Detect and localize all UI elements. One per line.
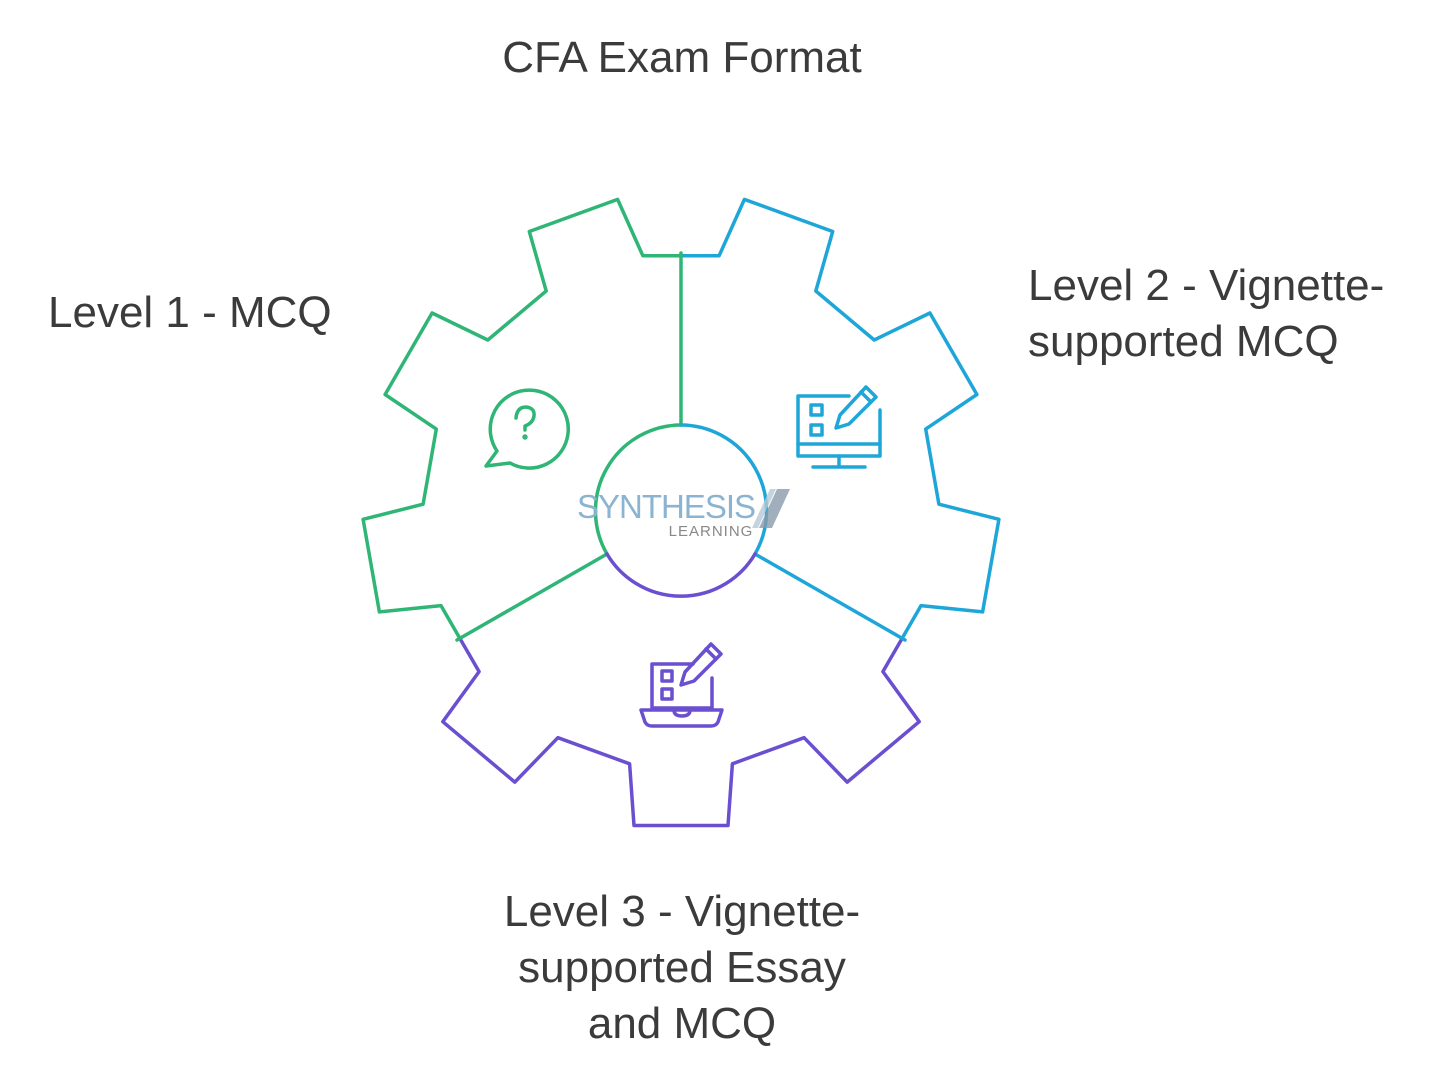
- diagram-title: CFA Exam Format: [502, 33, 862, 82]
- gear-outline: [361, 197, 1001, 828]
- gear-segment-level-3: [441, 636, 921, 828]
- level-3-label-line: supported Essay: [518, 943, 846, 992]
- level-2-label-line: Level 2 - Vignette-: [1028, 261, 1385, 310]
- segment-divider: [455, 552, 609, 642]
- logo-slash-mark: [759, 489, 790, 528]
- gear-segment-level-2: [679, 197, 1001, 641]
- segment-divider: [753, 552, 907, 642]
- level-2-label-line: supported MCQ: [1028, 317, 1339, 366]
- question-chat-bubble-icon: [484, 388, 570, 470]
- logo-subtitle: LEARNING: [669, 523, 754, 540]
- hub-arc-level-2: [679, 423, 769, 556]
- computer-checklist-pen-icon: [796, 385, 882, 469]
- synthesis-learning-logo: SYNTHESIS LEARNING: [577, 488, 790, 540]
- laptop-checklist-pen-icon: [639, 642, 724, 728]
- level-3-label-line: and MCQ: [587, 999, 777, 1048]
- level-2-label: Level 2 - Vignette- supported MCQ: [1028, 258, 1384, 370]
- level-1-label-line: Level 1 - MCQ: [48, 288, 332, 337]
- logo-wordmark: SYNTHESIS: [577, 488, 755, 525]
- level-1-label: Level 1 - MCQ: [48, 285, 332, 341]
- level-3-label-line: Level 3 - Vignette-: [503, 887, 861, 936]
- gear-segment-level-1: [361, 197, 683, 641]
- hub-arc-level-1: [593, 423, 683, 556]
- logo-slash-mark: [752, 489, 776, 528]
- hub-arc-level-3: [605, 552, 757, 598]
- level-3-label: Level 3 - Vignette- supported Essay and …: [432, 884, 932, 1052]
